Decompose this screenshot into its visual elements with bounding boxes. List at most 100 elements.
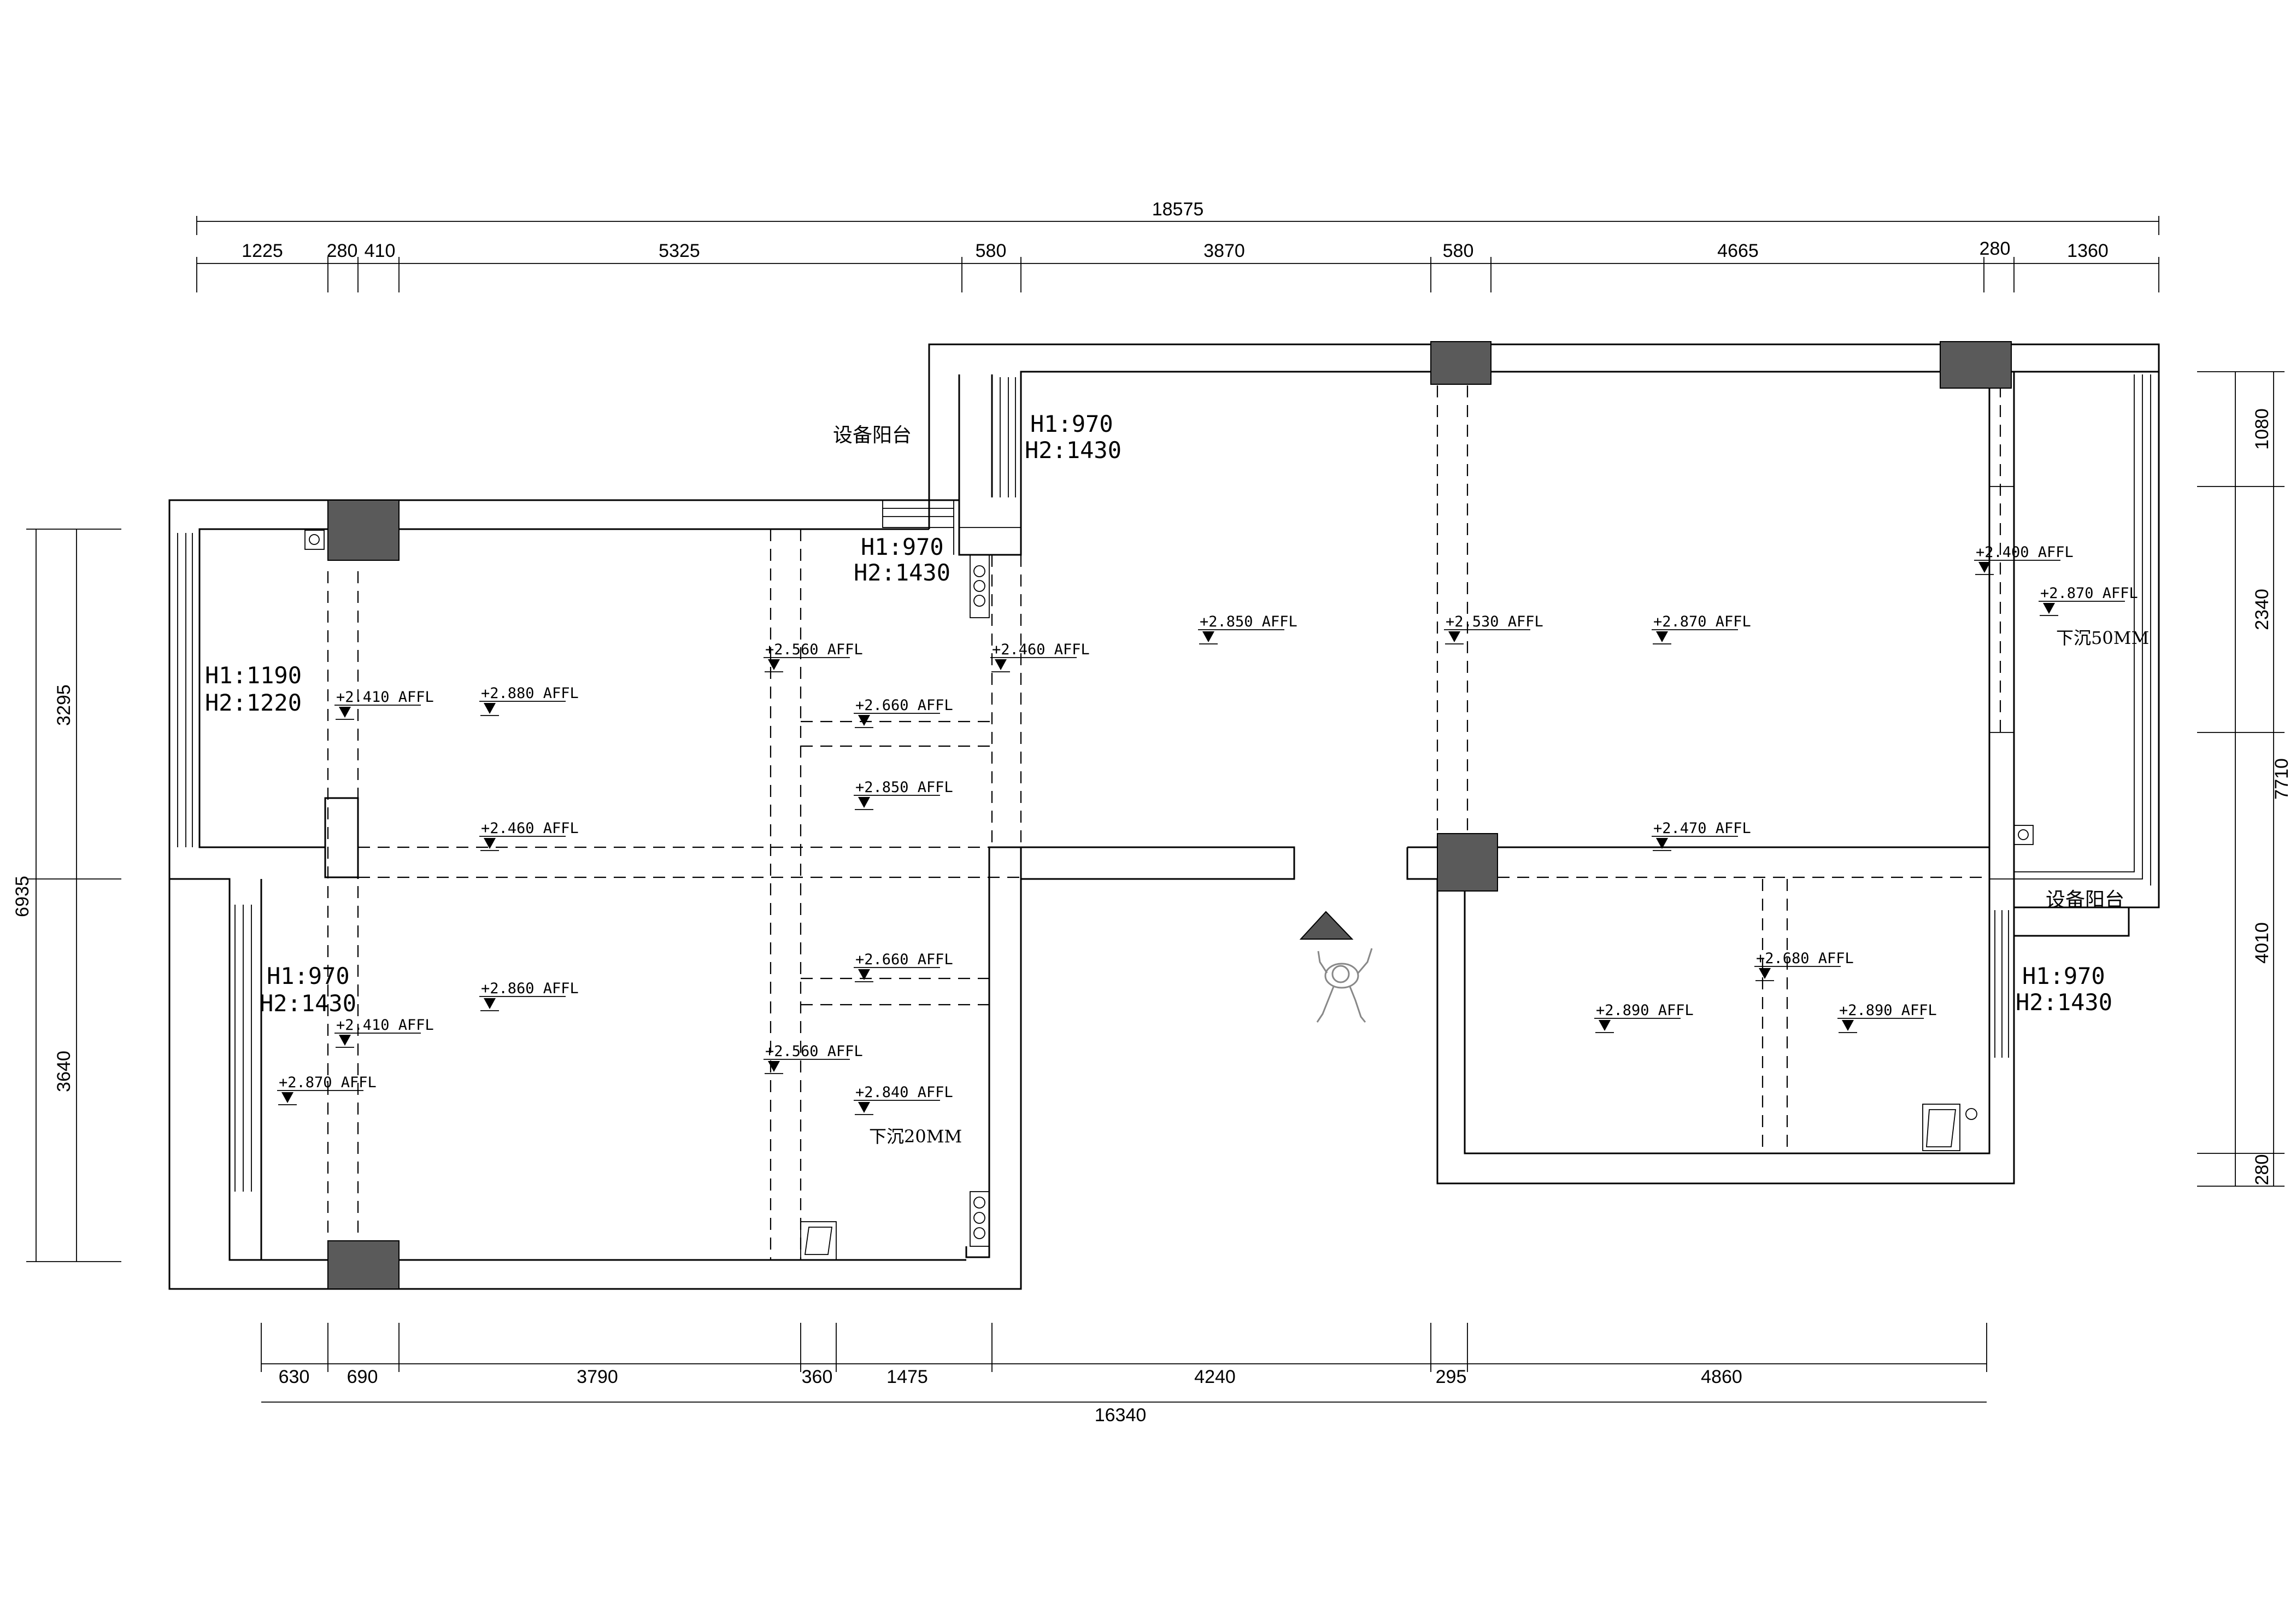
beam-lines — [327, 385, 2001, 1260]
room-label-balcony: 设备阳台 — [833, 424, 912, 447]
north-arrow-icon — [1299, 911, 1373, 1023]
window-h2: H2:1430 — [2016, 989, 2112, 1016]
level-text: +2.890 AFFL — [1839, 1002, 1937, 1019]
dim-top-9: 280 — [1980, 238, 2011, 259]
level-text: +2.880 AFFL — [481, 685, 579, 702]
window-h1: H1:970 — [267, 963, 350, 989]
dim-bottom-8: 4860 — [1701, 1367, 1742, 1387]
walls — [168, 343, 2160, 1290]
window-h1: H1:970 — [1030, 411, 1113, 437]
dimension-labels: 18575 1225 280 410 5325 580 3870 580 466… — [12, 199, 2292, 1426]
level-marker: +2.680 AFFL — [1754, 950, 1854, 981]
dim-bottom-7: 295 — [1436, 1367, 1467, 1387]
column — [327, 1240, 400, 1289]
level-marker: +2.840 AFFL — [854, 1084, 953, 1115]
window-h2: H2:1430 — [854, 559, 950, 586]
dim-bottom-2: 690 — [347, 1367, 378, 1387]
window-heights: H1:970 H2:1430 H1:970 H2:1430 H1:1190 H2… — [205, 411, 2112, 1017]
window-h2: H2:1220 — [205, 689, 302, 716]
level-text: +2.400 AFFL — [1976, 544, 2074, 561]
dim-top-8: 4665 — [1717, 241, 1759, 261]
level-text: +2.470 AFFL — [1653, 820, 1751, 837]
level-text: +2.850 AFFL — [1200, 613, 1297, 630]
dim-bottom-4: 360 — [802, 1367, 833, 1387]
level-marker: +2.560 AFFL — [764, 641, 863, 672]
level-text: +2.660 AFFL — [855, 951, 953, 968]
level-marker: +2.850 AFFL — [854, 779, 953, 810]
level-marker: +2.850 AFFL — [1198, 613, 1297, 644]
column — [1437, 833, 1498, 892]
sink-note: 下沉20MM — [869, 1126, 962, 1147]
dim-right-1: 1080 — [2252, 408, 2272, 450]
dim-top-5: 580 — [976, 241, 1007, 261]
level-text: +2.560 AFFL — [765, 641, 863, 658]
dim-top-3: 410 — [365, 241, 396, 261]
room-label-balcony: 设备阳台 — [2046, 889, 2124, 911]
level-marker: +2.880 AFFL — [479, 685, 579, 716]
level-marker: +2.660 AFFL — [854, 951, 953, 982]
dimension-lines — [26, 216, 2285, 1403]
level-text: +2.460 AFFL — [481, 820, 579, 837]
level-marker: +2.890 AFFL — [1837, 1002, 1937, 1033]
level-marker: +2.660 AFFL — [854, 697, 953, 728]
level-marker: +2.890 AFFL — [1594, 1002, 1694, 1033]
dim-top-10: 1360 — [2067, 241, 2109, 261]
sink-note: 下沉50MM — [2056, 628, 2149, 648]
level-text: +2.860 AFFL — [481, 980, 579, 997]
dim-bottom-1: 630 — [279, 1367, 310, 1387]
dim-right-4: 280 — [2252, 1154, 2272, 1186]
level-text: +2.870 AFFL — [279, 1074, 377, 1091]
level-marker: +2.530 AFFL — [1444, 613, 1543, 644]
level-marker: +2.460 AFFL — [479, 820, 579, 851]
level-markers: +2.410 AFFL +2.880 AFFL +2.560 AFFL +2.660 … — [277, 544, 2138, 1115]
column — [1940, 341, 2012, 389]
level-text: +2.410 AFFL — [336, 1017, 434, 1034]
dim-top-7: 580 — [1443, 241, 1474, 261]
structural-columns — [327, 341, 2012, 1289]
dim-left-total: 6935 — [12, 876, 33, 917]
window-h1: H1:1190 — [205, 662, 302, 689]
level-marker: +2.870 AFFL — [1652, 613, 1751, 644]
dim-right-total: 7710 — [2271, 758, 2292, 800]
fixtures — [304, 530, 2034, 1260]
dim-right-2: 2340 — [2252, 589, 2272, 630]
level-text: +2.840 AFFL — [855, 1084, 953, 1101]
level-text: +2.870 AFFL — [2040, 585, 2138, 602]
dim-top-4: 5325 — [659, 241, 700, 261]
level-marker: +2.410 AFFL — [334, 1017, 434, 1048]
level-text: +2.530 AFFL — [1446, 613, 1543, 630]
level-marker: +2.870 AFFL — [2039, 585, 2138, 616]
dim-bottom-3: 3790 — [577, 1367, 618, 1387]
level-marker: +2.400 AFFL — [1974, 544, 2074, 575]
level-text: +2.870 AFFL — [1653, 613, 1751, 630]
column — [327, 500, 400, 561]
dim-bottom-total: 16340 — [1095, 1405, 1147, 1426]
level-text: +2.660 AFFL — [855, 697, 953, 714]
dim-bottom-6: 4240 — [1194, 1367, 1236, 1387]
dim-top-6: 3870 — [1203, 241, 1245, 261]
level-text: +2.850 AFFL — [855, 779, 953, 796]
level-marker: +2.470 AFFL — [1652, 820, 1751, 851]
level-text: +2.410 AFFL — [336, 689, 434, 706]
window-h2: H2:1430 — [1025, 437, 1121, 464]
level-marker: +2.860 AFFL — [479, 980, 579, 1011]
level-marker: +2.410 AFFL — [334, 689, 434, 720]
window-h1: H1:970 — [2022, 963, 2105, 989]
column — [1430, 341, 1491, 385]
dim-left-2: 3640 — [54, 1051, 74, 1092]
level-text: +2.460 AFFL — [992, 641, 1090, 658]
dim-top-2: 280 — [327, 241, 358, 261]
room-labels: 设备阳台 设备阳台 下沉20MM 下沉50MM — [833, 424, 2149, 1147]
level-marker: +2.870 AFFL — [277, 1074, 377, 1105]
window-h1: H1:970 — [861, 533, 944, 560]
level-text: +2.890 AFFL — [1596, 1002, 1694, 1019]
dim-top-1: 1225 — [242, 241, 283, 261]
level-marker: +2.460 AFFL — [990, 641, 1090, 672]
window-h2: H2:1430 — [260, 990, 356, 1017]
dim-bottom-5: 1475 — [886, 1367, 928, 1387]
level-text: +2.680 AFFL — [1756, 950, 1854, 967]
dim-right-3: 4010 — [2252, 922, 2272, 964]
level-text: +2.560 AFFL — [765, 1043, 863, 1060]
dim-left-1: 3295 — [54, 684, 74, 726]
